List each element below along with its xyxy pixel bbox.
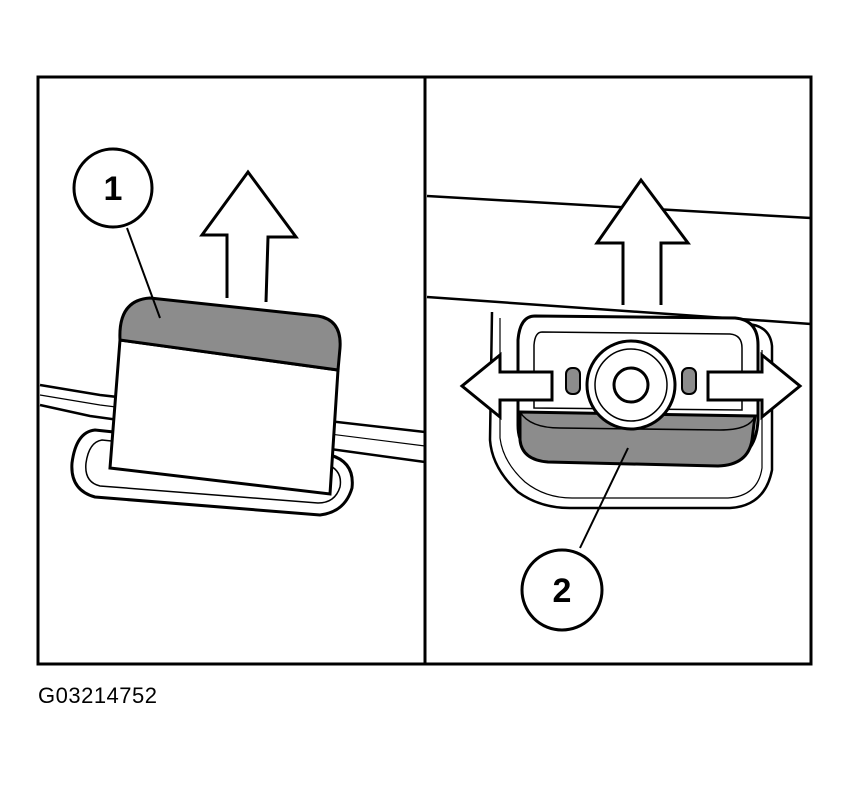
left-nub [565, 367, 581, 395]
left-panel: 1 [39, 147, 426, 517]
figure-id-label: G03214752 [38, 683, 158, 708]
clip-top-shaded [118, 296, 342, 372]
arrow-up-icon [199, 169, 299, 303]
arrow-left-icon [459, 351, 554, 421]
callout-leader-2 [579, 447, 629, 549]
callout-label-1: 1 [104, 170, 123, 208]
grommet-hole [612, 366, 650, 404]
arrow-up-icon [594, 177, 691, 305]
panel-edge-bottom [426, 295, 812, 326]
clip-tab-shaded [518, 410, 757, 468]
callout-circle-icon [520, 548, 604, 632]
callout-circle-icon [72, 147, 154, 229]
callout-label-2: 2 [553, 572, 572, 610]
callout-leader-1 [126, 227, 161, 319]
right-nub [681, 367, 697, 395]
grommet-ring [594, 348, 668, 422]
mount-socket-inner [499, 318, 763, 499]
arrow-right-icon [706, 351, 803, 421]
panel-edge-top [426, 194, 812, 220]
right-panel: 2 [426, 177, 812, 632]
